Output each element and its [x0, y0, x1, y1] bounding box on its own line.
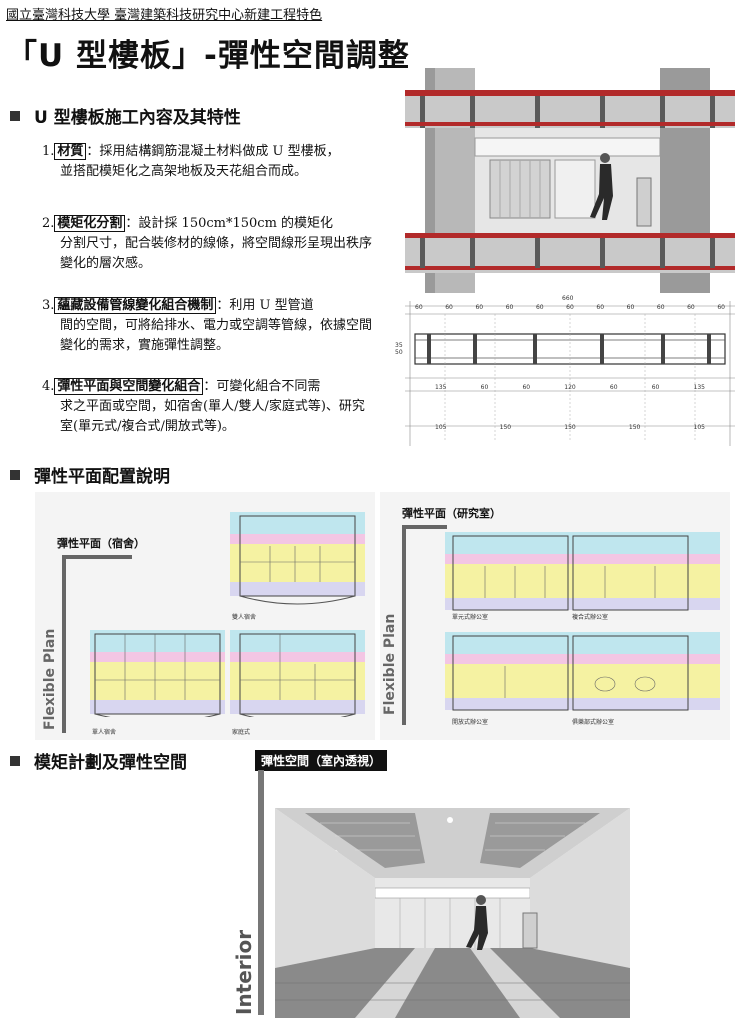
- feature-term: 材質: [54, 143, 87, 160]
- section-heading-modular: 模矩計劃及彈性空間: [10, 748, 187, 773]
- interior-vertical-label: Interior: [232, 929, 256, 1015]
- dorm-plan-bracket-vertical: [62, 555, 66, 733]
- lab-floor-plans: [445, 532, 720, 711]
- section-heading-u-slab: U 型樓板施工內容及其特性: [10, 103, 241, 128]
- section-heading-flexible-plan: 彈性平面配置說明: [10, 462, 170, 487]
- dimension-drawing: [405, 301, 735, 446]
- lab-caption-unit: 單元式辦公室: [452, 614, 489, 621]
- feature-item-piping: 3.蘊藏設備管線變化組合機制：利用 U 型管道 間的空間，可將給排水、電力或空調…: [42, 297, 373, 353]
- dorm-caption-double: 雙人宿舍: [232, 614, 257, 621]
- dorm-plan-bracket-horizontal: [62, 555, 132, 559]
- feature-term: 彈性平面與空間變化組合: [54, 378, 204, 395]
- dorm-caption-family: 家庭式: [232, 729, 251, 736]
- feature-term: 蘊藏設備管線變化組合機制: [54, 297, 217, 314]
- header-text: 國立臺灣科技大學 臺灣建築科技研究中心新建工程特色: [6, 8, 323, 23]
- dorm-plan-label: 彈性平面（宿舍）: [57, 537, 145, 550]
- lab-caption-open: 開放式辦公室: [452, 719, 489, 726]
- square-bullet-icon: [10, 756, 20, 766]
- lab-vertical-label: Flexible Plan: [382, 613, 398, 715]
- square-bullet-icon: [10, 111, 20, 121]
- dorm-vertical-label: Flexible Plan: [42, 628, 58, 730]
- u-slab-section-illustration: [405, 68, 735, 293]
- lab-plan-bracket-vertical: [402, 525, 406, 725]
- dorm-caption-single: 單人宿舍: [92, 729, 117, 736]
- square-bullet-icon: [10, 470, 20, 480]
- interior-perspective: [275, 808, 630, 1018]
- feature-term: 模矩化分割: [54, 215, 126, 232]
- feature-item-flexible: 4.彈性平面與空間變化組合：可變化組合不同需 求之平面或空間，如宿舍(單人/雙人…: [42, 378, 365, 434]
- dorm-floor-plans: [90, 512, 365, 717]
- lab-plan-label: 彈性平面（研究室）: [402, 507, 501, 520]
- dim-overall: 660: [562, 295, 574, 302]
- interior-label: 彈性空間（室內透視）: [255, 750, 388, 771]
- feature-item-material: 1.材質：採用結構鋼筋混凝土材料做成 U 型樓板， 並搭配模矩化之高架地板及天花…: [42, 143, 340, 179]
- lab-plan-bracket-horizontal: [402, 525, 447, 529]
- page-title: 「U 型樓板」-彈性空間調整: [6, 38, 410, 74]
- feature-item-modular: 2.模矩化分割：設計採 150cm*150cm 的模矩化 分割尺寸，配合裝修材的…: [42, 215, 373, 271]
- lab-caption-composite: 複合式辦公室: [572, 614, 609, 621]
- interior-bracket: [258, 770, 264, 1015]
- lab-caption-club: 俱樂部式辦公室: [572, 719, 615, 726]
